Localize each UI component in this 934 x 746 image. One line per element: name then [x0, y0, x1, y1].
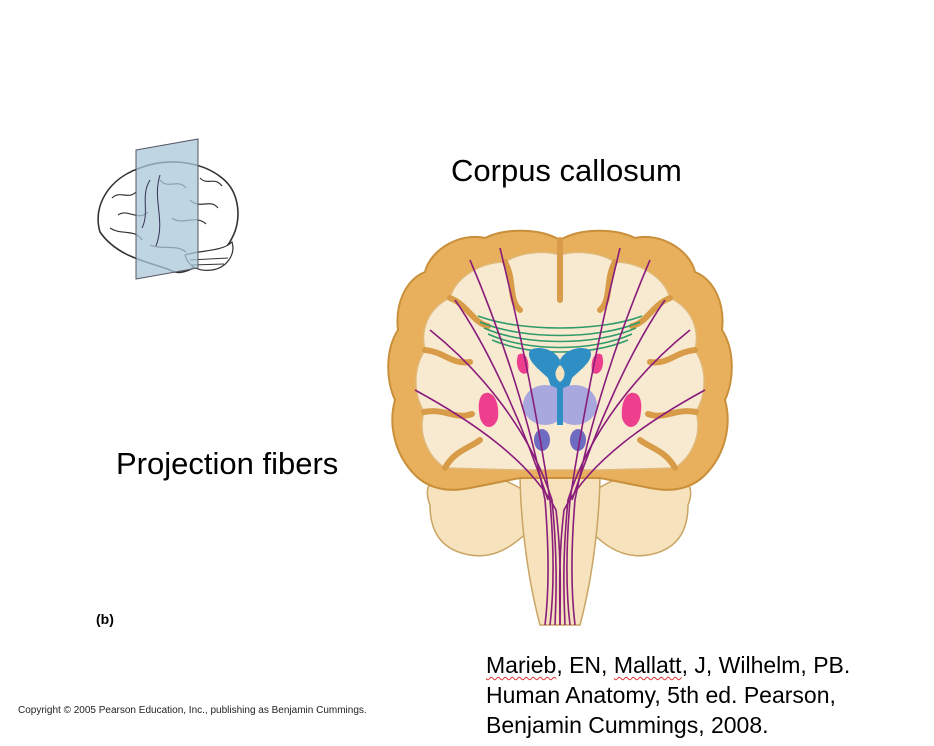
- projection-fibers-label: Projection fibers: [116, 446, 339, 481]
- citation-line-1: Marieb, EN, Mallatt, J, Wilhelm, PB.: [486, 650, 850, 680]
- thalamus-right: [553, 385, 597, 425]
- citation-line-3: Benjamin Cummings, 2008.: [486, 712, 769, 738]
- brainstem: [519, 469, 601, 626]
- copyright-text: Copyright © 2005 Pearson Education, Inc.…: [18, 705, 367, 716]
- citation-rest-1: , J, Wilhelm, PB.: [681, 652, 851, 678]
- projection-fibers: [414, 247, 706, 626]
- citation: Marieb, EN, Mallatt, J, Wilhelm, PB. Hum…: [486, 650, 850, 740]
- citation-author-2: Mallatt: [613, 652, 682, 678]
- corpus-callosum-label: Corpus callosum: [451, 153, 682, 188]
- citation-author-1: Marieb: [486, 652, 557, 678]
- putamen-right: [621, 392, 642, 427]
- panel-label: (b): [96, 611, 114, 627]
- orientation-brain-icon: [97, 138, 239, 280]
- citation-sep-1: , EN,: [556, 652, 614, 678]
- coronal-brain-section: [387, 229, 733, 626]
- citation-line-2: Human Anatomy, 5th ed. Pearson,: [486, 682, 836, 708]
- putamen-left: [478, 392, 499, 427]
